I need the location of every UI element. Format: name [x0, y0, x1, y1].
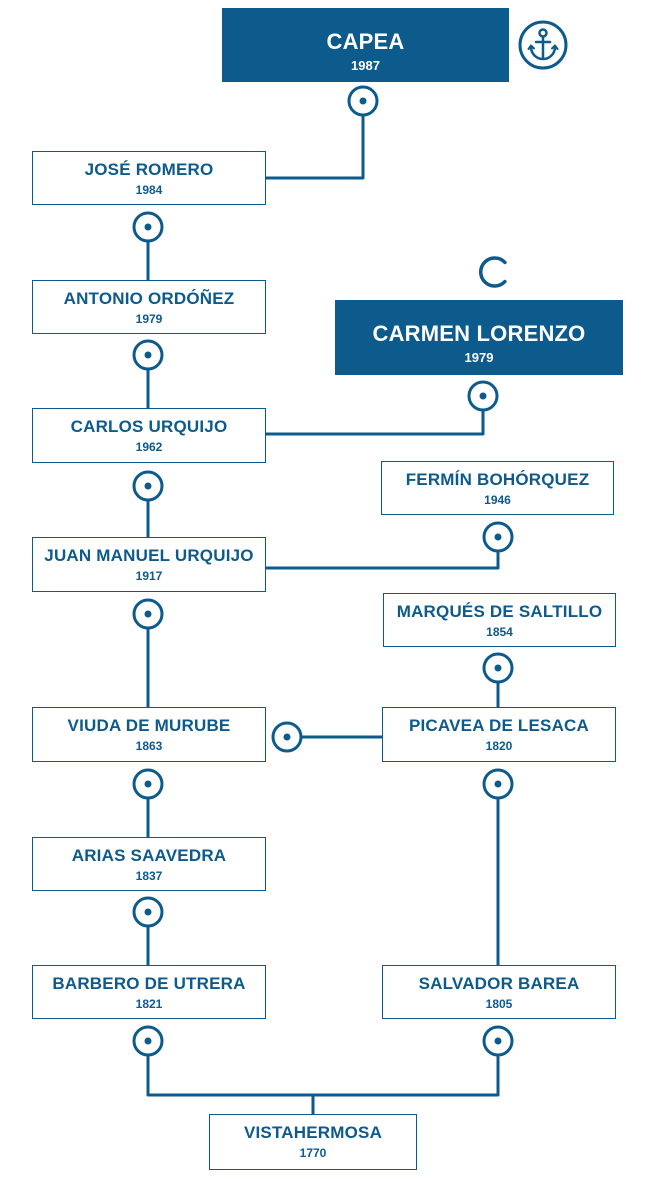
node-fermin-bohorquez: FERMÍN BOHÓRQUEZ 1946: [381, 461, 614, 515]
connector-line: [266, 550, 500, 570]
node-capea: CAPEA 1987: [222, 8, 509, 82]
node-name: BARBERO DE UTRERA: [52, 974, 246, 993]
node-year: 1979: [464, 350, 494, 365]
target-circle-icon: [132, 470, 164, 502]
anchor-icon: [518, 20, 568, 70]
target-circle-icon: [132, 598, 164, 630]
target-circle-icon: [132, 339, 164, 371]
node-name: CAPEA: [326, 29, 405, 54]
node-salvador-barea: SALVADOR BAREA 1805: [382, 965, 616, 1019]
node-year: 1946: [484, 493, 511, 507]
crescent-c-icon: [478, 256, 507, 288]
node-name: VISTAHERMOSA: [243, 1123, 383, 1142]
node-marques-de-saltillo: MARQUÉS DE SALTILLO 1854: [383, 593, 616, 647]
node-name: SALVADOR BAREA: [418, 974, 580, 993]
node-name: FERMÍN BOHÓRQUEZ: [405, 470, 590, 489]
node-name: JOSÉ ROMERO: [84, 160, 214, 179]
node-year: 1770: [299, 1146, 327, 1160]
node-picavea-de-lesaca: PICAVEA DE LESACA 1820: [382, 707, 616, 762]
node-carmen-lorenzo: CARMEN LORENZO 1979: [335, 300, 623, 375]
node-year: 1805: [485, 997, 513, 1011]
node-name: PICAVEA DE LESACA: [408, 716, 590, 735]
node-juan-manuel-urquijo: JUAN MANUEL URQUIJO 1917: [32, 537, 266, 592]
target-circle-icon: [132, 211, 164, 243]
node-name: ANTONIO ORDÓÑEZ: [63, 289, 235, 308]
node-year: 1837: [135, 869, 163, 883]
node-jose-romero: JOSÉ ROMERO 1984: [32, 151, 266, 205]
target-circle-icon: [271, 721, 303, 753]
node-carlos-urquijo: CARLOS URQUIJO 1962: [32, 408, 266, 463]
node-vistahermosa: VISTAHERMOSA 1770: [209, 1114, 417, 1170]
node-name: MARQUÉS DE SALTILLO: [396, 602, 603, 621]
node-antonio-ordonez: ANTONIO ORDÓÑEZ 1979: [32, 280, 266, 334]
node-year: 1821: [135, 997, 163, 1011]
connector-line: [266, 116, 365, 180]
node-name: CARMEN LORENZO: [372, 321, 586, 346]
node-barbero-de-utrera: BARBERO DE UTRERA 1821: [32, 965, 266, 1019]
node-arias-saavedra: ARIAS SAAVEDRA 1837: [32, 837, 266, 891]
node-year: 1917: [135, 569, 163, 583]
target-circle-icon: [482, 1025, 514, 1057]
target-circle-icon: [482, 521, 514, 553]
target-circle-icon: [132, 1025, 164, 1057]
node-name: ARIAS SAAVEDRA: [71, 846, 227, 865]
node-name: VIUDA DE MURUBE: [67, 716, 231, 735]
node-year: 1863: [135, 739, 163, 753]
node-year: 1820: [485, 739, 513, 753]
target-circle-icon: [482, 652, 514, 684]
target-circle-icon: [467, 380, 499, 412]
node-year: 1962: [135, 440, 163, 454]
target-circle-icon: [132, 768, 164, 800]
node-viuda-de-murube: VIUDA DE MURUBE 1863: [32, 707, 266, 762]
target-circle-icon: [132, 896, 164, 928]
node-year: 1984: [135, 183, 163, 197]
node-name: JUAN MANUEL URQUIJO: [44, 546, 254, 565]
node-name: CARLOS URQUIJO: [70, 417, 228, 436]
connector-line: [266, 410, 485, 436]
connector-line: [146, 1055, 500, 1097]
target-circle-icon: [482, 768, 514, 800]
target-circle-icon: [347, 85, 379, 117]
node-year: 1979: [135, 312, 163, 326]
node-year: 1854: [486, 625, 513, 639]
node-year: 1987: [351, 58, 380, 73]
